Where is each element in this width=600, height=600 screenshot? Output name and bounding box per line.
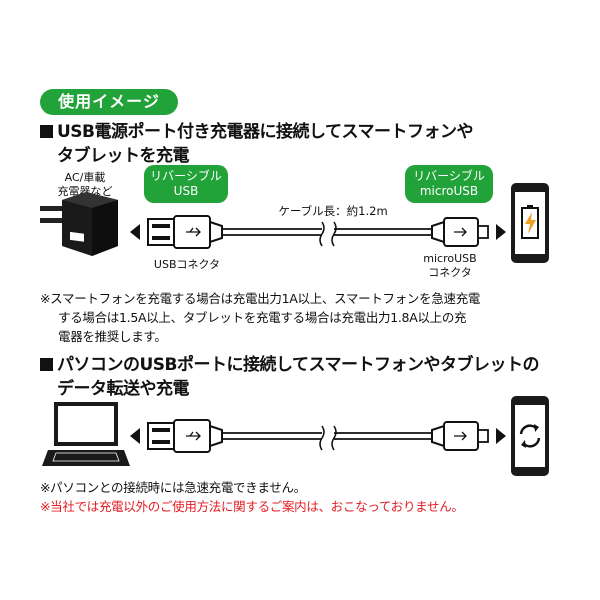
section1-heading: USB電源ポート付き充電器に接続してスマートフォンや タブレットを充電 — [40, 120, 473, 168]
section1-heading-line1: USB電源ポート付き充電器に接続してスマートフォンや — [57, 122, 473, 142]
arrow-right-icon — [496, 224, 506, 240]
arrow-left-icon — [130, 428, 140, 444]
usb-connector-icon — [147, 215, 223, 249]
section1-heading-line2: タブレットを充電 — [57, 146, 189, 166]
section1-note-line1: ※スマートフォンを充電する場合は充電出力1A以上、スマートフォンを急速充電 — [40, 291, 481, 306]
section2-heading: パソコンのUSBポートに接続してスマートフォンやタブレットの データ転送や充電 — [40, 353, 539, 401]
usage-image-tag: 使用イメージ — [40, 89, 178, 115]
phone-sync-icon — [511, 396, 549, 476]
cable-length-label: ケーブル長：約1.2m — [278, 204, 388, 218]
section1-note-line2: する場合は1.5A以上、タブレットを充電する場合は充電出力1.8A以上の充 — [58, 310, 467, 325]
cable-line — [222, 425, 432, 451]
section2-note-red: ※当社では充電以外のご使用方法に関するご案内は、おこなっておりません。 — [40, 499, 464, 514]
ac-charger-label: AC/車載 充電器など — [57, 171, 113, 198]
wall-charger-icon — [40, 192, 118, 256]
laptop-icon — [42, 402, 130, 466]
reversible-microusb-bubble: リバーシブル microUSB — [405, 165, 493, 203]
section1-note-line3: 電器を推奨します。 — [58, 329, 167, 344]
usb-connector-label: USBコネクタ — [153, 258, 221, 271]
usb-connector-icon — [147, 419, 223, 453]
reversible-usb-bubble: リバーシブル USB — [144, 165, 228, 203]
microusb-connector-icon — [431, 421, 489, 451]
cable-line — [222, 221, 432, 247]
microusb-connector-icon — [431, 217, 489, 247]
section2-heading-line1: パソコンのUSBポートに接続してスマートフォンやタブレットの — [57, 355, 539, 375]
microusb-connector-label: microUSB コネクタ — [423, 252, 477, 279]
section2-note-black: ※パソコンとの接続時には急速充電できません。 — [40, 480, 306, 495]
arrow-right-icon — [496, 428, 506, 444]
arrow-left-icon — [130, 224, 140, 240]
section2-heading-line2: データ転送や充電 — [57, 379, 189, 399]
phone-battery-charging-icon — [511, 183, 549, 263]
